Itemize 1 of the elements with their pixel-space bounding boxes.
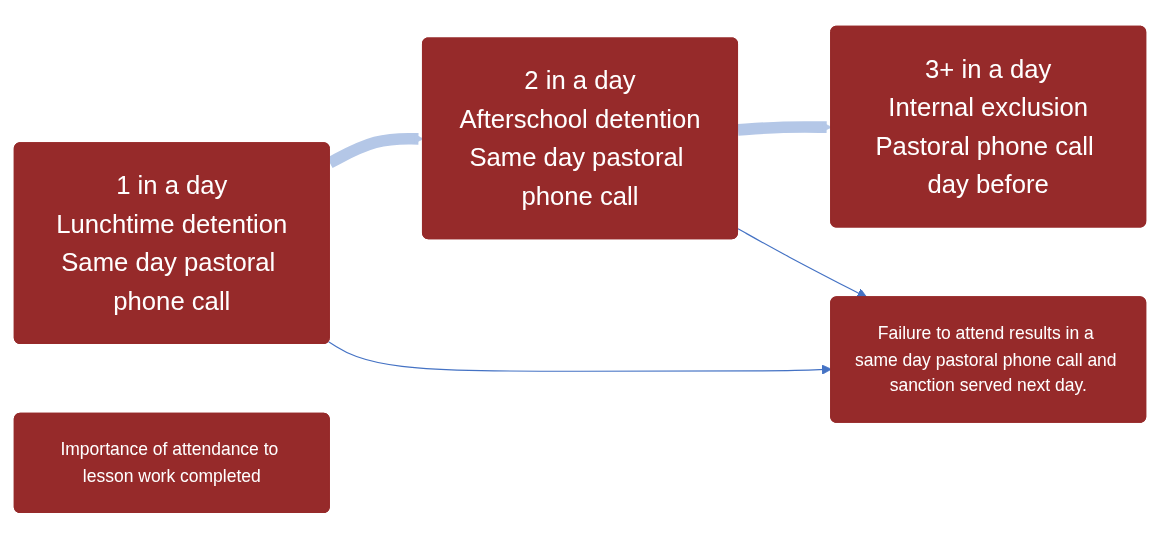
arrow	[737, 228, 868, 298]
